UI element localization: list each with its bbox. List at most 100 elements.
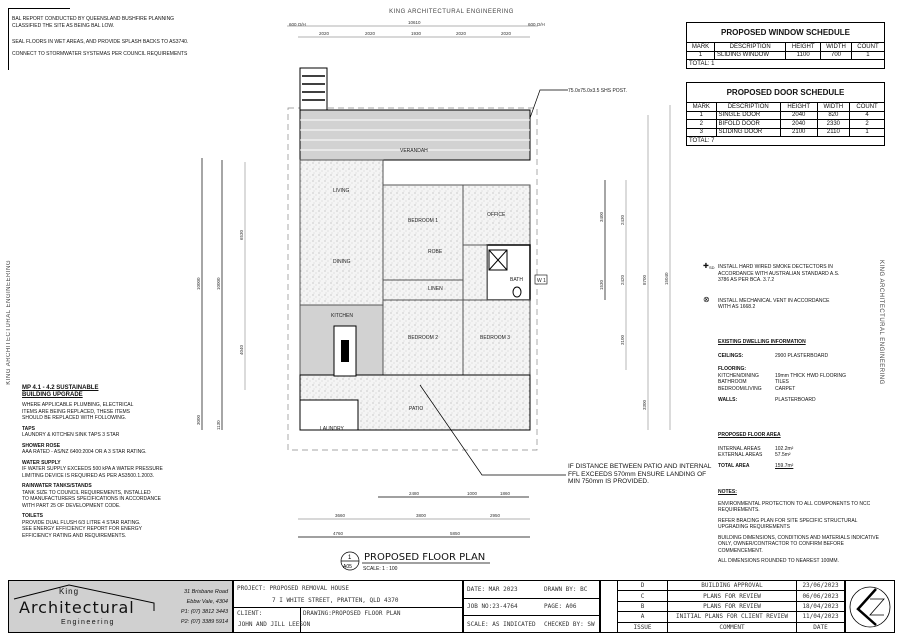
view-marker: 1 A05 — [340, 551, 490, 571]
side-firm-right: KING ARCHITECTURAL ENGINEERING — [878, 260, 884, 385]
note-line: INSTALL MECHANICAL VENT IN ACCORDANCE — [718, 297, 830, 304]
project-site: 7 I WHITE STREET, PRATTEN, QLD 4370 — [272, 597, 399, 604]
room-robe: ROBE — [428, 249, 443, 255]
address-line: P2: (07) 3389 5914 — [180, 619, 228, 625]
value: 159.7m² — [775, 462, 794, 469]
dim-label: 2420 — [620, 274, 625, 285]
dim-label: 1000 — [467, 491, 478, 496]
note-item: ENVIRONMENTAL PROTECTION TO ALL COMPONEN… — [718, 500, 871, 514]
cell: 18/04/2023 — [796, 600, 845, 613]
label: EXTERNAL AREAS — [718, 452, 763, 458]
cell: D — [617, 579, 668, 592]
dim-label: 1530 — [599, 279, 604, 290]
client-name: JOHN AND JILL LEESON — [238, 621, 311, 628]
room-bedroom3: BEDROOM 3 — [480, 335, 510, 341]
post-leader: 75.0x75.0x3.5 SHS POST. — [529, 88, 627, 119]
col-header: ISSUE — [617, 621, 668, 634]
label: INTERNAL AREAS — [718, 445, 761, 452]
room-laundry: LAUNDRY — [320, 426, 344, 432]
dimension-labels: 10610 600 O/H 600 O/H 2020 2020 1930 202… — [196, 20, 669, 536]
notes-bracket — [8, 8, 70, 70]
cell: B — [617, 600, 668, 613]
project-name: PROJECT: PROPOSED REMOVAL HOUSE — [237, 585, 349, 592]
window-tag-label: W 1 — [537, 278, 546, 284]
dim-label: 2430 — [620, 214, 625, 225]
note-line: IF DISTANCE BETWEEN PATIO AND INTERNAL — [568, 463, 712, 470]
dim-label: 6530 — [239, 229, 244, 240]
dim-label: 2020 — [319, 31, 330, 36]
cell: PLANS FOR REVIEW — [667, 590, 797, 602]
section-title: WATER SUPPLY — [22, 459, 61, 466]
room-bedroom1: BEDROOM 1 — [408, 218, 438, 224]
value: TILES — [775, 379, 789, 385]
firm-address: 31 Brisbane Road Ebbw Vale, 4304 P1: (07… — [181, 587, 228, 627]
note-line: BAL REPORT CONDUCTED BY QUEENSLAND BUSHF… — [12, 16, 175, 22]
dim-label: 4760 — [333, 531, 344, 536]
top-notes: BAL REPORT CONDUCTED BY QUEENSLAND BUSHF… — [12, 16, 188, 57]
logo-text: King — [59, 587, 80, 596]
view-sheet: A05 — [343, 564, 352, 570]
dim-label: 2020 — [456, 31, 467, 36]
dim-label: 3100 — [620, 334, 625, 345]
note-item: ALL DIMENSIONS ROUNDED TO NEAREST 100MM. — [718, 558, 839, 564]
scale: SCALE: AS INDICATED — [467, 621, 536, 628]
sustainable-heading: BUILDING UPGRADE — [22, 392, 83, 398]
note-line: TO MANUFACTURERS SPECIFICATIONS IN ACCOR… — [22, 496, 161, 502]
dim-label: 3000 — [196, 414, 201, 425]
label: BEDROOM/LIVING — [718, 385, 762, 392]
door-schedule: PROPOSED DOOR SCHEDULE MARK DESCRIPTION … — [686, 82, 885, 146]
note-line: MIN 750mm IS PROVIDED. — [568, 478, 649, 485]
client-label: CLIENT: — [237, 610, 263, 617]
door-total: TOTAL: 7 — [686, 136, 885, 146]
interior-floor — [299, 159, 531, 431]
view-number: 1 — [348, 555, 352, 561]
verandah — [299, 109, 531, 161]
drawing-name: DRAWING:PROPOSED FLOOR PLAN — [303, 610, 401, 617]
note-line: SHOULD BE REPLACED WITH FOLLOWING. — [22, 415, 127, 421]
dim-label: 2020 — [501, 31, 512, 36]
note-line: 3786 AS PER BCA. 3.7.2 — [718, 277, 775, 283]
col-header: COMMENT — [667, 621, 797, 634]
mechanical-vent-icon: ⊗ — [703, 295, 710, 304]
room-dining: DINING — [333, 259, 351, 265]
col-header: DATE — [796, 621, 845, 634]
patio-leader — [419, 384, 566, 476]
dim-label: 10000 — [196, 277, 201, 290]
value: PLASTERBOARD — [775, 397, 816, 403]
post-note: 75.0x75.0x3.5 SHS POST. — [568, 88, 627, 94]
dim-label: 1130 — [216, 420, 221, 430]
address-line: 31 Brisbane Road — [183, 589, 228, 595]
dim-label: 3400 — [599, 211, 604, 222]
notes: NOTES: ENVIRONMENTAL PROTECTION TO ALL C… — [718, 489, 888, 565]
dimension-lines — [201, 25, 671, 538]
label: BATHROOM — [718, 379, 747, 385]
stairs — [299, 67, 328, 111]
smoke-tag: SD — [709, 265, 715, 270]
cell: 23/06/2023 — [796, 579, 845, 592]
dim-label: 1860 — [500, 491, 511, 496]
section-title: TAPS — [22, 425, 35, 432]
dim-label: 15040 — [664, 272, 669, 285]
window-schedule-title: PROPOSED WINDOW SCHEDULE — [686, 22, 885, 43]
dim-label: 2020 — [365, 31, 376, 36]
label: WALLS: — [718, 397, 738, 403]
note-line: LIMITING DEVICE IS REQUIRED AS PER AS350… — [22, 472, 154, 479]
checked-by: CHECKED BY: SW — [544, 621, 595, 628]
room-office: OFFICE — [487, 212, 506, 218]
note-line: SEAL FLOORS IN WET AREAS, AND PROVIDE SP… — [12, 39, 189, 45]
label: TOTAL AREA — [718, 462, 750, 469]
dim-label: 3800 — [416, 513, 427, 518]
cell: 11/04/2023 — [796, 611, 845, 623]
job-no: JOB NO:23-4764 — [467, 603, 518, 610]
dim-label: 4040 — [239, 344, 244, 355]
address-line: Ebbw Vale, 4304 — [186, 599, 228, 605]
note-line: CLASSIFIED THE SITE AS BEING BAL LOW. — [12, 22, 115, 29]
door-schedule-title: PROPOSED DOOR SCHEDULE — [686, 82, 885, 103]
smoke-detector-icon: ✚ — [703, 263, 709, 270]
